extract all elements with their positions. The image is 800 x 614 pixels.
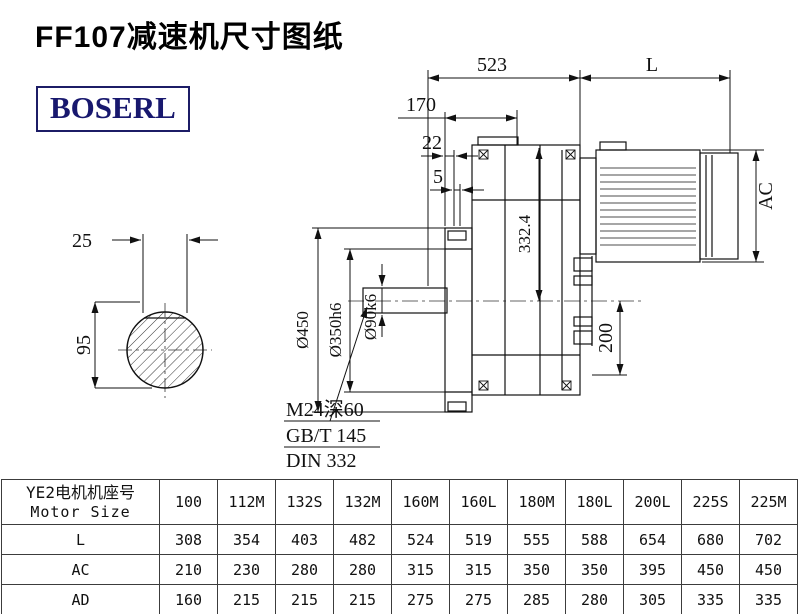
gearbox-main-view bbox=[348, 136, 739, 413]
shaft-section-circle bbox=[126, 311, 204, 389]
page-title: FF107减速机尺寸图纸 bbox=[35, 21, 344, 54]
shaft-end-view bbox=[118, 303, 212, 398]
dim-170: 170 bbox=[406, 94, 436, 116]
boserl-logo-text: BOSERL bbox=[50, 90, 176, 125]
cell: 280 bbox=[333, 554, 392, 585]
cell: 230 bbox=[217, 554, 276, 585]
dim-523: 523 bbox=[477, 54, 507, 76]
cell: 305 bbox=[623, 584, 682, 614]
table-row-L: L 308 354 403 482 524 519 555 588 654 68… bbox=[1, 524, 798, 555]
column-header: 225S bbox=[681, 479, 740, 525]
cell: 482 bbox=[333, 524, 392, 555]
cell: 335 bbox=[739, 584, 798, 614]
note-din: DIN 332 bbox=[286, 450, 357, 472]
cell: 680 bbox=[681, 524, 740, 555]
cell: 315 bbox=[391, 554, 450, 585]
motor-adapter bbox=[579, 157, 597, 255]
boserl-logo: BOSERL bbox=[36, 86, 190, 132]
input-shaft bbox=[362, 287, 448, 314]
cell: 403 bbox=[275, 524, 334, 555]
column-header: 160L bbox=[449, 479, 508, 525]
motor-size-header-cn: YE2电机机座号 bbox=[26, 483, 135, 502]
dim-22: 22 bbox=[422, 132, 442, 154]
row-label: AD bbox=[1, 584, 160, 614]
cell: 555 bbox=[507, 524, 566, 555]
cell: 285 bbox=[507, 584, 566, 614]
motor-fins bbox=[600, 167, 696, 246]
cell: 315 bbox=[449, 554, 508, 585]
column-header: 100 bbox=[159, 479, 218, 525]
end-view-dimension-lines bbox=[91, 234, 218, 389]
cell: 275 bbox=[391, 584, 450, 614]
cell: 395 bbox=[623, 554, 682, 585]
dim-332-4: 332.4 bbox=[515, 214, 534, 253]
cell: 215 bbox=[333, 584, 392, 614]
dimension-lines bbox=[284, 70, 764, 448]
cell: 210 bbox=[159, 554, 218, 585]
column-header: 112M bbox=[217, 479, 276, 525]
cell: 350 bbox=[565, 554, 624, 585]
row-label: AC bbox=[1, 554, 160, 585]
dim-350h6: Ø350h6 bbox=[326, 303, 345, 358]
dim-25: 25 bbox=[72, 230, 92, 252]
table-header-row: YE2电机机座号 Motor Size 100 112M 132S 132M 1… bbox=[1, 479, 798, 525]
column-header: 180L bbox=[565, 479, 624, 525]
cell: 519 bbox=[449, 524, 508, 555]
output-bore bbox=[573, 256, 593, 346]
column-header: 160M bbox=[391, 479, 450, 525]
cell: 280 bbox=[275, 554, 334, 585]
cell: 450 bbox=[739, 554, 798, 585]
column-header: 200L bbox=[623, 479, 682, 525]
cell: 160 bbox=[159, 584, 218, 614]
cell: 702 bbox=[739, 524, 798, 555]
column-header: 132S bbox=[275, 479, 334, 525]
note-thread: M24深60 bbox=[286, 398, 364, 421]
column-header: 132M bbox=[333, 479, 392, 525]
cell: 215 bbox=[275, 584, 334, 614]
cell: 354 bbox=[217, 524, 276, 555]
cell: 450 bbox=[681, 554, 740, 585]
dim-95: 95 bbox=[73, 335, 95, 355]
cell: 654 bbox=[623, 524, 682, 555]
note-gb: GB/T 145 bbox=[286, 425, 366, 447]
cell: 275 bbox=[449, 584, 508, 614]
motor-size-header-en: Motor Size bbox=[30, 503, 131, 521]
dim-450: Ø450 bbox=[293, 311, 312, 349]
cell: 588 bbox=[565, 524, 624, 555]
row-label: L bbox=[1, 524, 160, 555]
gearbox-housing bbox=[471, 144, 581, 396]
table-row-AC: AC 210 230 280 280 315 315 350 350 395 4… bbox=[1, 554, 798, 585]
cell: 335 bbox=[681, 584, 740, 614]
dim-5: 5 bbox=[433, 166, 443, 188]
dim-200: 200 bbox=[595, 323, 617, 353]
cell: 215 bbox=[217, 584, 276, 614]
table-row-AD: AD 160 215 215 215 275 275 285 280 305 3… bbox=[1, 584, 798, 614]
dim-AC: AC bbox=[755, 182, 777, 210]
motor-size-header: YE2电机机座号 Motor Size bbox=[1, 479, 160, 525]
cell: 524 bbox=[391, 524, 450, 555]
dim-90k6: Ø90k6 bbox=[361, 294, 380, 340]
housing-bolts bbox=[478, 149, 576, 391]
column-header: 225M bbox=[739, 479, 798, 525]
cell: 308 bbox=[159, 524, 218, 555]
cell: 280 bbox=[565, 584, 624, 614]
dim-L: L bbox=[646, 54, 658, 76]
motor-size-table: YE2电机机座号 Motor Size 100 112M 132S 132M 1… bbox=[1, 479, 798, 614]
fan-cover bbox=[699, 152, 739, 260]
mounting-flange bbox=[444, 227, 473, 413]
dimension-drawing: 25 95 bbox=[72, 54, 777, 472]
column-header: 180M bbox=[507, 479, 566, 525]
cell: 350 bbox=[507, 554, 566, 585]
